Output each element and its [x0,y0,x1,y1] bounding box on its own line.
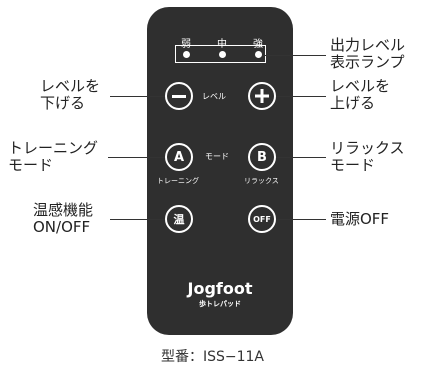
level-label-strong: 強 [253,39,263,50]
remote-control-body [147,7,293,335]
level-up-button[interactable] [248,82,276,110]
plus-icon [255,89,269,103]
callout-level-up-line1: レベルを [330,77,391,95]
callout-line-relax-mode [276,157,326,158]
heat-button-label: 温 [173,213,185,226]
callout-level-down-line2: 下げる [40,94,86,112]
level-lamp-strong [255,51,262,58]
callout-relax-mode: リラックス モード [330,140,405,174]
callout-heat-toggle: 温感機能 ON/OFF [33,202,93,236]
model-number: 型番：ISS−11A [160,349,265,365]
level-down-button[interactable] [165,82,193,110]
button-a-label: A [173,149,185,165]
brand-logo: Jogfoot [187,279,253,298]
relax-mode-button[interactable]: B [248,143,276,171]
callout-line-level-up [276,96,326,97]
brand-logo-subtitle: 歩トレパッド [199,300,241,308]
callout-level-lamp-line2: 表示ランプ [330,53,405,71]
off-button-label: OFF [253,214,271,224]
callout-heat-toggle-line2: ON/OFF [33,218,91,236]
callout-training-mode-line2: モード [8,156,54,174]
callout-level-down: レベルを 下げる [40,78,100,112]
callout-line-heat-toggle [110,219,165,220]
callout-heat-toggle-line1: 温感機能 [33,201,94,219]
training-mode-button[interactable]: A [165,143,193,171]
level-lamp-medium [219,51,226,58]
level-lamp-frame [175,45,266,63]
callout-line-training-mode [108,157,165,158]
callout-training-mode: トレーニング モード [8,140,98,174]
callout-power-off: 電源OFF [330,210,390,228]
heat-toggle-button[interactable]: 温 [165,205,193,233]
callout-relax-mode-line2: モード [330,156,376,174]
button-a-caption: トレーニング [157,177,199,185]
callout-line-level-down [110,96,165,97]
callout-training-mode-line1: トレーニング [8,139,99,157]
callout-level-lamp-line1: 出力レベル [330,36,406,54]
minus-icon [172,94,186,98]
callout-level-down-line1: レベルを [40,77,101,95]
callout-relax-mode-line1: リラックス [330,139,405,157]
button-b-label: B [257,149,267,165]
mode-label: モード [205,152,229,161]
level-label-medium: 中 [217,39,227,50]
callout-level-up: レベルを 上げる [330,78,390,112]
callout-line-level-lamp [262,55,326,56]
level-button-label: レベル [202,92,226,101]
button-b-caption: リラックス [244,177,279,185]
level-lamp-weak [183,51,190,58]
callout-line-power-off [276,219,326,220]
power-off-button[interactable]: OFF [248,205,276,233]
callout-level-up-line2: 上げる [330,94,376,112]
level-label-weak: 弱 [181,39,191,50]
callout-level-lamp: 出力レベル 表示ランプ [330,37,405,71]
